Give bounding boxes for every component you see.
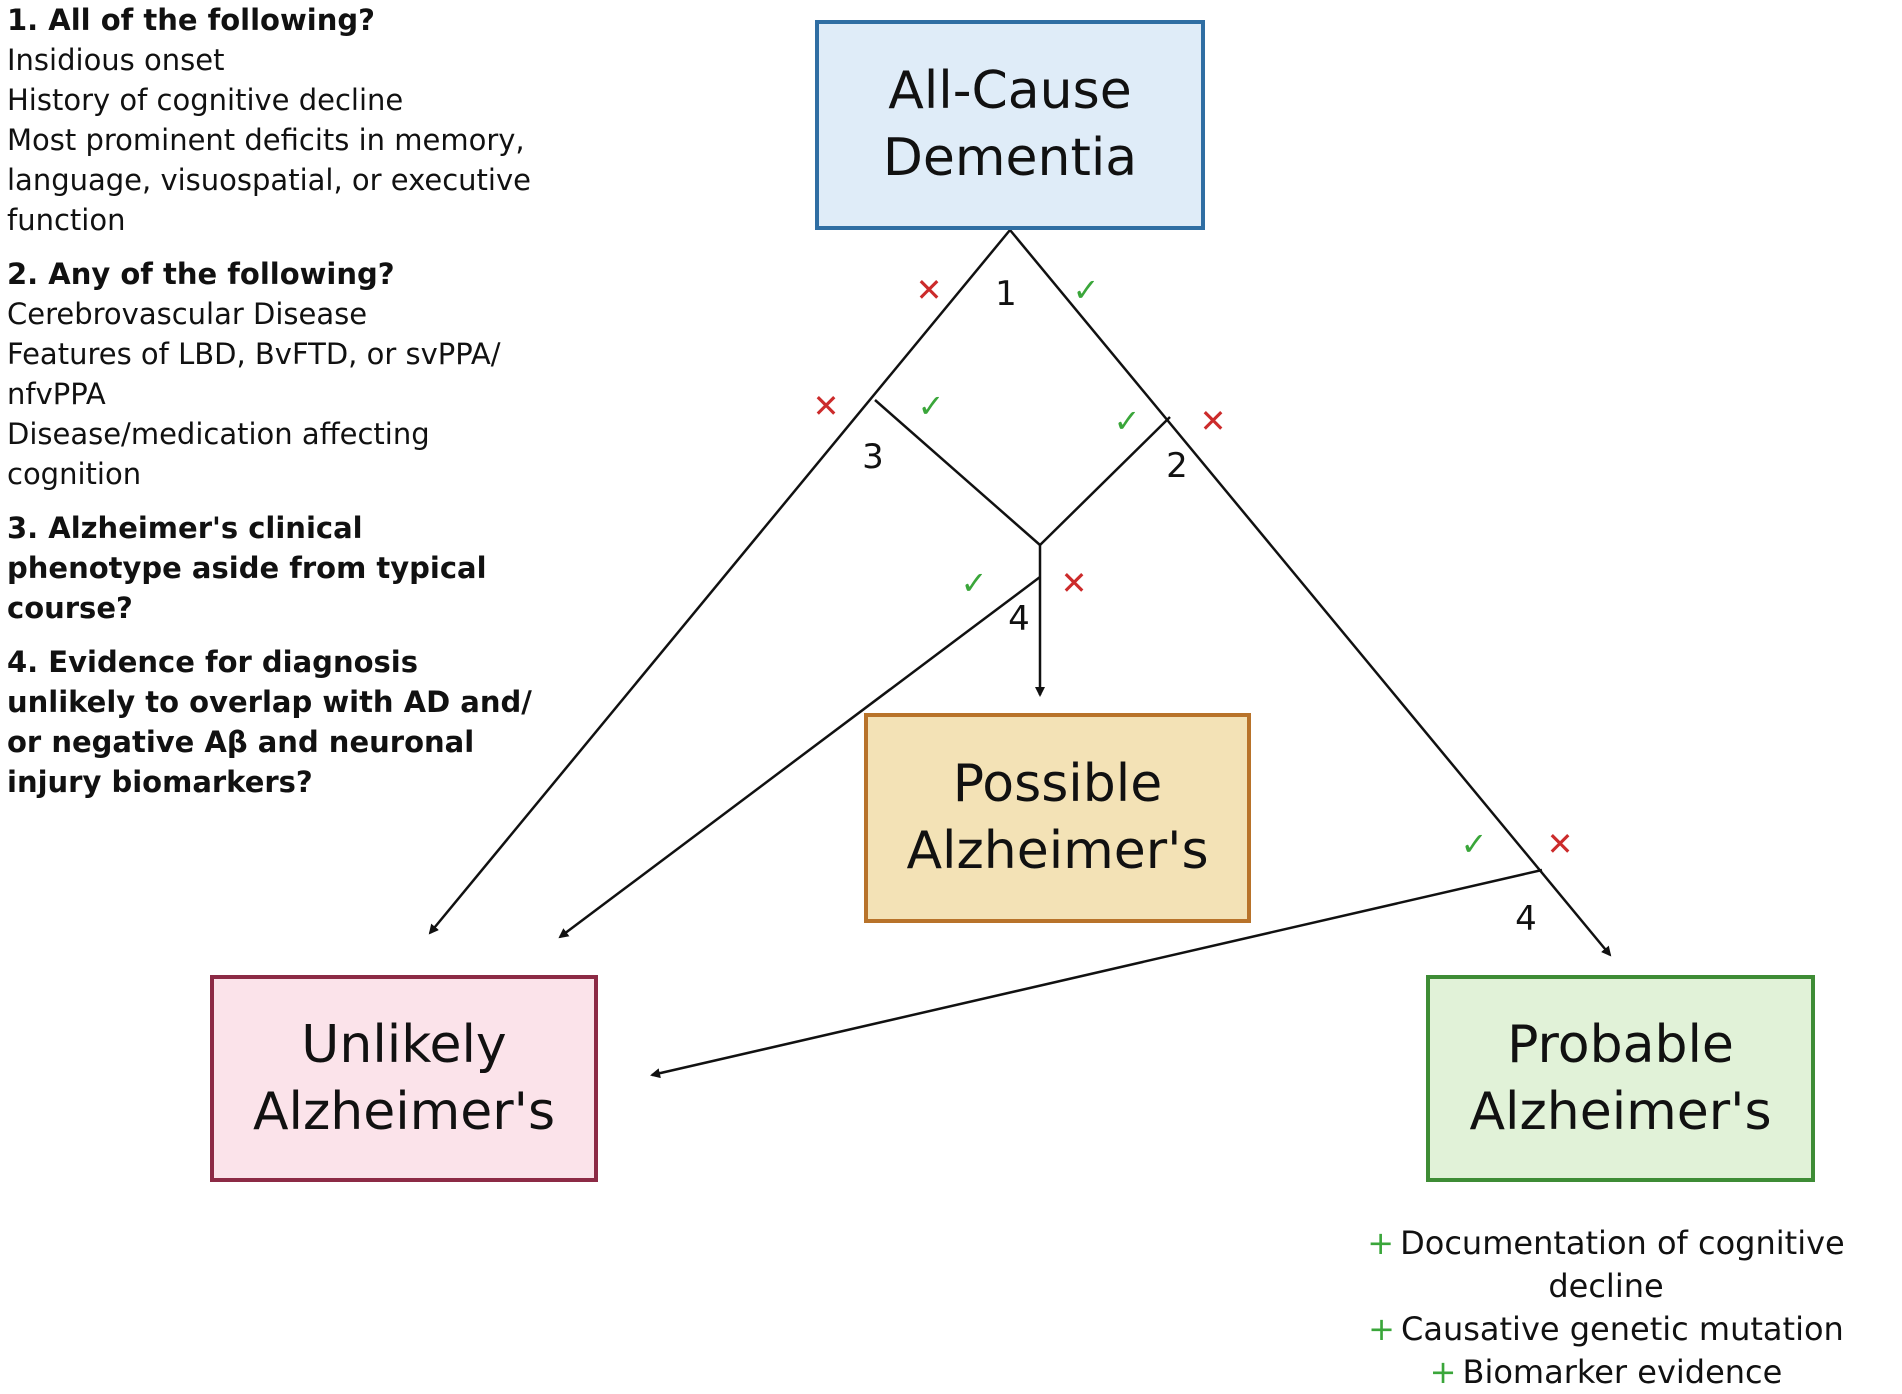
box-label-line2: Alzheimer's: [906, 821, 1209, 881]
edge-q3-yes: [874, 399, 1041, 546]
edge-q1-no-to-unlikely: [428, 229, 1011, 935]
box-label-line2: Alzheimer's: [252, 1081, 556, 1142]
criteria-block-1: 1. All of the following? Insidious onset…: [7, 0, 542, 240]
evidence-item: +Documentation of cognitive decline: [1367, 1224, 1845, 1305]
all-cause-dementia-box: All-Cause Dementia: [815, 20, 1205, 230]
step-label-2: 2: [1166, 446, 1188, 486]
cross-mark-q2: ✕: [1200, 402, 1227, 440]
criteria-item: History of cognitive decline: [7, 83, 404, 117]
cross-mark-q3: ✕: [813, 387, 840, 425]
box-label-line1: All-Cause: [888, 61, 1132, 121]
step-label-3: 3: [862, 437, 884, 477]
criteria-item: Most prominent deficits in memory, langu…: [7, 123, 531, 237]
cross-mark-q4-right: ✕: [1547, 825, 1574, 863]
criteria-item: Features of LBD, BvFTD, or svPPA/ nfvPPA: [7, 337, 501, 411]
check-mark-q4-right: ✓: [1461, 825, 1488, 863]
edge-q4-yes-to-unlikely: [558, 576, 1041, 939]
flowchart-diagram: 1 3 2 4 4 ✕ ✓ ✕ ✓ ✓ ✕ ✓ ✕ ✓ ✕: [428, 229, 1612, 1079]
check-mark-q1: ✓: [1073, 271, 1100, 309]
criteria-list: 1. All of the following? Insidious onset…: [7, 0, 542, 816]
cross-mark-q4-left: ✕: [1061, 564, 1088, 602]
step-label-4-left: 4: [1008, 599, 1030, 639]
possible-alzheimers-box: Possible Alzheimer's: [864, 713, 1251, 923]
unlikely-alzheimers-box: Unlikely Alzheimer's: [210, 975, 598, 1182]
evidence-item: +Causative genetic mutation: [1368, 1310, 1844, 1348]
check-mark-q4-left: ✓: [961, 564, 988, 602]
criteria-block-3: 3. Alzheimer's clinical phenotype aside …: [7, 508, 542, 628]
criteria-item: Disease/medication affecting cognition: [7, 417, 430, 491]
plus-icon: +: [1368, 1310, 1395, 1348]
criteria-item: Insidious onset: [7, 43, 225, 77]
plus-icon: +: [1429, 1353, 1457, 1391]
criteria-title: 1. All of the following?: [7, 3, 375, 37]
check-mark-q3: ✓: [918, 387, 945, 425]
step-label-4-right: 4: [1515, 899, 1537, 939]
criteria-title: 4. Evidence for diagnosis unlikely to ov…: [7, 645, 532, 799]
probable-alzheimers-box: Probable Alzheimer's: [1426, 975, 1815, 1182]
box-label-line1: Probable: [1507, 1014, 1734, 1075]
evidence-item: +Biomarker evidence: [1429, 1353, 1783, 1391]
edge-q2-yes: [1039, 416, 1171, 546]
cross-mark-q1: ✕: [916, 271, 943, 309]
criteria-title: 2. Any of the following?: [7, 257, 395, 291]
box-label-line1: Possible: [952, 754, 1163, 814]
edge-q1-yes-to-probable: [1009, 229, 1612, 957]
check-mark-q2: ✓: [1114, 402, 1141, 440]
criteria-block-2: 2. Any of the following? Cerebrovascular…: [7, 254, 542, 494]
box-label-line2: Dementia: [882, 128, 1138, 188]
box-label-line2: Alzheimer's: [1469, 1081, 1772, 1142]
step-label-1: 1: [995, 274, 1017, 314]
probable-supporting-evidence: +Documentation of cognitive decline +Cau…: [1310, 1222, 1902, 1394]
edge-q4-right-yes-to-unlikely: [650, 868, 1543, 1079]
criteria-item: Cerebrovascular Disease: [7, 297, 368, 331]
box-label-line1: Unlikely: [301, 1014, 507, 1075]
plus-icon: +: [1367, 1224, 1395, 1262]
criteria-block-4: 4. Evidence for diagnosis unlikely to ov…: [7, 642, 542, 802]
criteria-title: 3. Alzheimer's clinical phenotype aside …: [7, 511, 487, 625]
